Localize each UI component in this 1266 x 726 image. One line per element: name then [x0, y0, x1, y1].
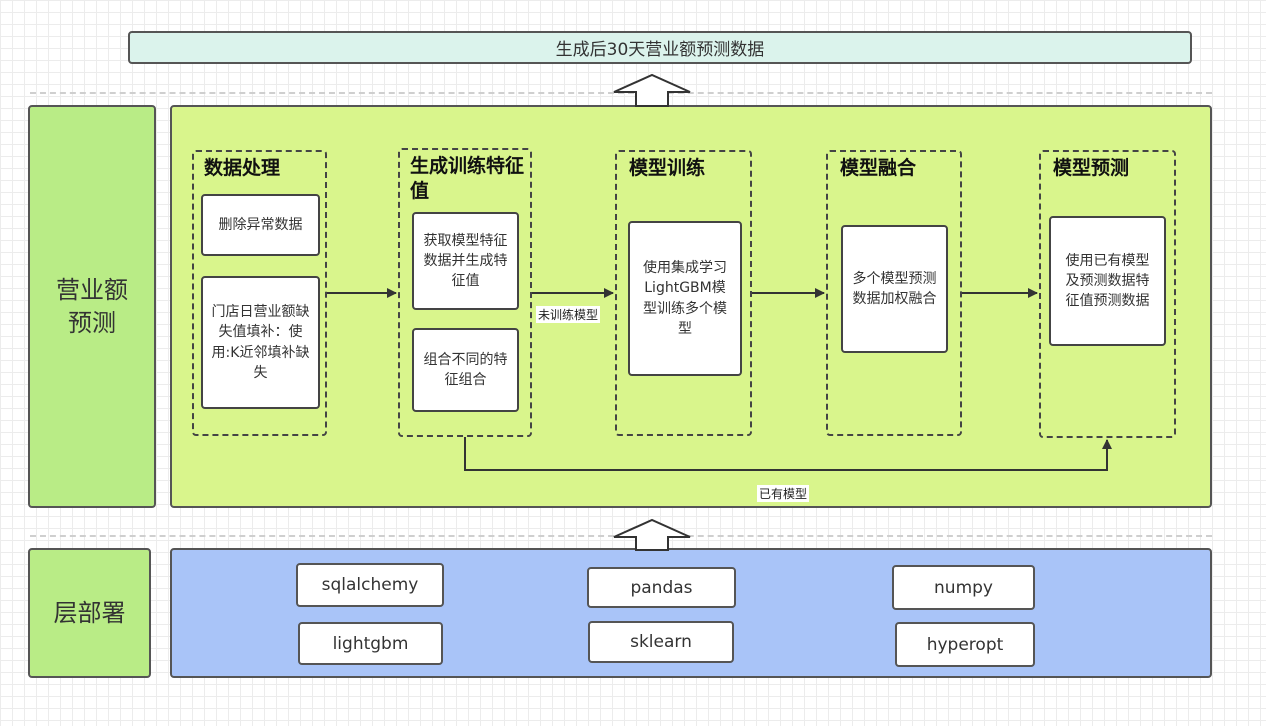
arrow-existing-model — [464, 437, 1112, 471]
card-get-features: 获取模型特征数据并生成特征值 — [412, 212, 519, 310]
up-arrow-output — [613, 73, 691, 107]
card-weighted-fusion: 多个模型预测数据加权融合 — [841, 225, 948, 353]
up-arrow-deploy — [613, 518, 691, 551]
edge-label-untrained: 未训练模型 — [536, 306, 601, 323]
card-combine-features: 组合不同的特征组合 — [412, 328, 519, 412]
card-remove-outliers: 删除异常数据 — [201, 194, 320, 256]
library-numpy: numpy — [892, 565, 1035, 610]
stage-model-prediction: 模型预测 使用已有模型及预测数据特征值预测数据 — [1039, 150, 1176, 438]
stage-model-training: 模型训练 使用集成学习LightGBM模型训练多个模型 — [615, 150, 752, 436]
card-lightgbm-training: 使用集成学习LightGBM模型训练多个模型 — [628, 221, 742, 376]
stage-title: 模型融合 — [840, 157, 917, 179]
stage-title: 模型预测 — [1053, 157, 1130, 179]
stage-title: 数据处理 — [204, 157, 281, 179]
library-sklearn: sklearn — [588, 621, 734, 663]
library-lightgbm: lightgbm — [298, 622, 443, 665]
stage-data-processing: 数据处理 删除异常数据 门店日营业额缺失值填补：使用:K近邻填补缺失 — [192, 150, 327, 436]
library-sqlalchemy: sqlalchemy — [296, 563, 444, 607]
library-hyperopt: hyperopt — [895, 622, 1035, 667]
card-predict: 使用已有模型及预测数据特征值预测数据 — [1049, 216, 1166, 346]
stage-feature-generation: 生成训练特征值 获取模型特征数据并生成特征值 组合不同的特征组合 — [398, 148, 532, 437]
stage-title: 生成训练特征值 — [410, 155, 525, 202]
side-label-deploy: 层部署 — [28, 548, 151, 678]
output-banner: 生成后30天营业额预测数据 — [128, 31, 1192, 64]
library-pandas: pandas — [587, 567, 736, 608]
edge-label-existing: 已有模型 — [757, 485, 810, 502]
stage-title: 模型训练 — [629, 157, 706, 179]
stage-model-fusion: 模型融合 多个模型预测数据加权融合 — [826, 150, 962, 436]
card-fill-missing: 门店日营业额缺失值填补：使用:K近邻填补缺失 — [201, 276, 320, 409]
side-label-forecast: 营业额 预测 — [28, 105, 156, 508]
